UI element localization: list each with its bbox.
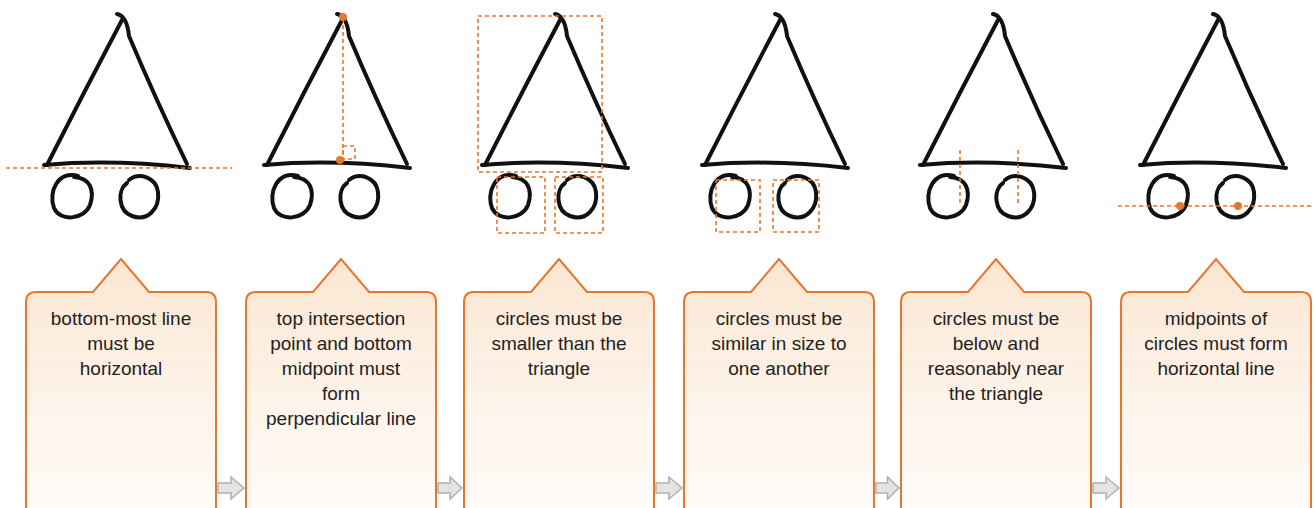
bounding-box [478,16,602,172]
triangle-circles-sketch [702,14,848,217]
bounding-box [773,180,819,232]
callout-text: top intersection point and bottom midpoi… [266,306,416,431]
callout-box: bottom-most line must be horizontal [25,258,217,508]
callout-text: circles must be smaller than the triangl… [484,306,634,381]
flow-arrow [876,477,899,499]
callout-outline [901,259,1091,508]
triangle-circles-sketch [1140,14,1286,217]
flow-arrow [656,477,682,499]
flow-arrow [438,477,462,499]
guide-line [959,150,961,206]
callout-outline [684,259,874,508]
callout-outline [26,259,216,508]
bounding-box [497,177,545,233]
guide-line [6,167,232,169]
callout-box: circles must be below and reasonably nea… [900,258,1092,508]
guide-dot [339,13,347,21]
triangle-circles-sketch [264,14,410,217]
flow-arrow [218,477,244,499]
guide-line [342,18,344,159]
callout-box: circles must be smaller than the triangl… [463,258,655,508]
guide-line [1017,150,1019,206]
callout-outline [246,259,436,508]
callout-box: midpoints of circles must form horizonta… [1120,258,1312,508]
triangle-circles-sketch [44,14,190,217]
guide-dot [1234,202,1242,210]
guide-dot [336,156,344,164]
bounding-box [716,180,760,232]
guide-dot [1176,202,1184,210]
callout-box: circles must be similar in size to one a… [683,258,875,508]
callout-shape [463,258,655,508]
callout-text: bottom-most line must be horizontal [46,306,196,381]
guide-line [1118,205,1311,207]
callout-text: circles must be below and reasonably nea… [921,306,1071,406]
callout-outline [1121,259,1311,508]
callout-shape [25,258,217,508]
callout-shape [683,258,875,508]
flow-arrow [1093,477,1119,499]
callout-text: midpoints of circles must form horizonta… [1141,306,1291,381]
callout-text: circles must be similar in size to one a… [704,306,854,381]
callout-outline [464,259,654,508]
callout-box: top intersection point and bottom midpoi… [245,258,437,508]
callout-shape [1120,258,1312,508]
triangle-circles-sketch [920,14,1066,217]
bounding-box [555,177,603,233]
right-angle-mark [343,146,355,159]
